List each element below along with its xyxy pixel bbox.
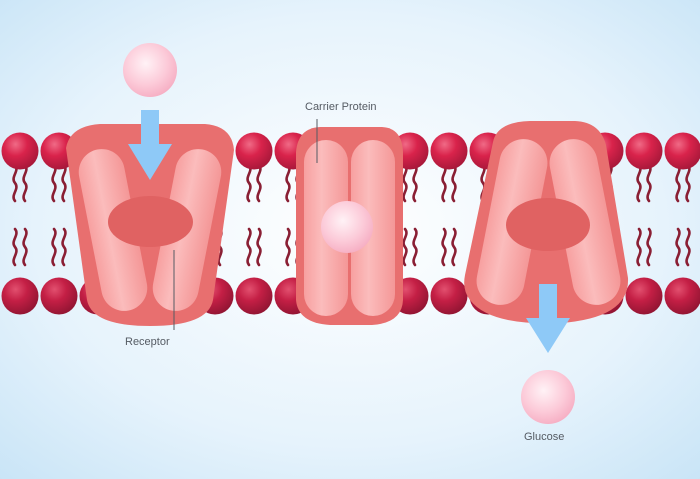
lipid-head	[235, 132, 273, 170]
carrier-protein	[296, 127, 403, 325]
carrier-subunit-right	[351, 140, 395, 316]
lipid-head	[625, 277, 663, 315]
transporter-binding-site	[506, 198, 590, 251]
arrow-down-icon	[526, 284, 570, 353]
glucose-molecule-icon	[321, 201, 373, 253]
receptor-binding-site	[108, 196, 193, 247]
lipid-head	[1, 277, 39, 315]
lipid-head	[235, 277, 273, 315]
lipid-head	[625, 132, 663, 170]
transporter-protein-open-inside	[464, 121, 629, 324]
glucose-label: Glucose	[524, 431, 565, 443]
lipid-head	[664, 132, 700, 170]
receptor-protein	[66, 124, 234, 326]
carrier-protein-label: Carrier Protein	[305, 101, 377, 113]
lipid-head	[40, 277, 78, 315]
glucose-molecule-icon	[521, 370, 575, 424]
lipid-head	[430, 277, 468, 315]
lipid-head	[664, 277, 700, 315]
lipid-head	[430, 132, 468, 170]
glucose-molecule-icon	[123, 43, 177, 97]
lipid-head	[1, 132, 39, 170]
receptor-label: Receptor	[125, 336, 170, 348]
arrow-down-icon	[128, 110, 172, 180]
